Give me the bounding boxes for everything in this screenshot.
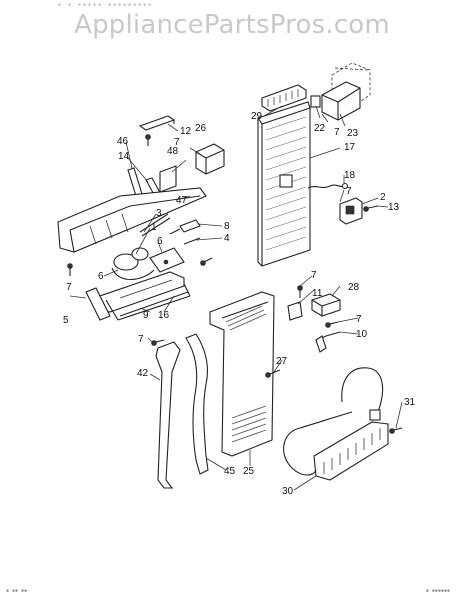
callout-13: 13 <box>388 202 400 213</box>
part-7-screw-b <box>145 134 151 146</box>
callout-7: 7 <box>356 314 362 325</box>
callout-7: 7 <box>346 186 352 197</box>
part-7-screw-d <box>67 263 73 276</box>
part-7-screw-c <box>297 285 303 298</box>
callout-12: 12 <box>180 126 192 137</box>
callout-17: 17 <box>344 142 356 153</box>
callout-7: 7 <box>138 334 144 345</box>
part-31-screw <box>389 427 403 434</box>
part-22-clip <box>310 95 321 108</box>
footer-mark-right: ▪ ▪▪▪▪▪▪ <box>425 588 450 594</box>
callout-16: 16 <box>158 310 170 321</box>
part-3-lever <box>139 213 171 237</box>
leader-lines <box>69 105 403 491</box>
part-11-clip <box>287 301 303 321</box>
callout-47: 47 <box>176 195 188 206</box>
callout-9: 9 <box>143 310 149 321</box>
heater-loop <box>283 367 384 476</box>
watermark: AppliancePartsPros.com <box>74 10 390 40</box>
part-26-motor <box>195 143 225 175</box>
callout-42: 42 <box>137 368 149 379</box>
callout-22: 22 <box>314 123 326 134</box>
part-47-housing <box>57 187 207 253</box>
part-7-screw-f <box>325 321 339 328</box>
part-42-support-bar <box>155 341 181 489</box>
callout-3: 3 <box>156 208 162 219</box>
callout-25: 25 <box>243 466 255 477</box>
callout-labels: 29 22 7 23 12 7 46 26 48 14 17 18 7 2 13… <box>63 111 416 497</box>
callout-7: 7 <box>334 127 340 138</box>
callout-30: 30 <box>282 486 294 497</box>
callout-7: 7 <box>174 137 180 148</box>
callout-10: 10 <box>356 329 368 340</box>
callout-11: 11 <box>312 288 323 299</box>
callout-8: 8 <box>224 221 230 232</box>
part-5-bracket <box>85 287 111 321</box>
part-6-bracket <box>149 247 185 273</box>
part-28-block <box>311 293 341 317</box>
callout-26: 26 <box>195 123 207 134</box>
part-17-tall-panel <box>257 101 311 267</box>
part-7-screw-g <box>151 339 165 346</box>
part-4-pin <box>183 237 201 245</box>
part-45-channel <box>185 333 209 475</box>
footer-mark-left: ▪ ▪▪ ▪▪ <box>6 588 28 594</box>
callout-45: 45 <box>224 466 236 477</box>
part-8-switch <box>169 219 201 235</box>
callout-23: 23 <box>347 128 359 139</box>
callout-14: 14 <box>118 151 130 162</box>
part-25-back-panel <box>209 291 275 457</box>
callout-29: 29 <box>251 111 263 122</box>
part-13-screw <box>363 205 379 212</box>
callout-31: 31 <box>404 397 416 408</box>
part-2-bracket <box>339 197 363 225</box>
callout-7: 7 <box>66 282 72 293</box>
part-18-wire-harness <box>307 182 349 190</box>
part-27-screw <box>265 369 281 378</box>
part-16-rod <box>119 291 189 317</box>
part-30-tray <box>313 421 389 481</box>
callout-46: 46 <box>117 136 129 147</box>
callout-1: 1 <box>151 222 157 233</box>
callout-28: 28 <box>348 282 360 293</box>
callout-6: 6 <box>157 236 163 247</box>
part-12-plate <box>138 115 176 131</box>
part-1-solenoid <box>111 247 155 281</box>
callout-4: 4 <box>224 233 230 244</box>
callout-48: 48 <box>167 146 179 157</box>
callout-7: 7 <box>311 270 317 281</box>
callout-18: 18 <box>344 170 356 181</box>
callout-27: 27 <box>276 356 288 367</box>
part-7-screw-e <box>200 257 213 266</box>
callout-5: 5 <box>63 315 69 326</box>
callout-6: 6 <box>98 271 104 282</box>
part-23-control-box <box>321 62 371 121</box>
part-29-top-grille <box>261 84 307 112</box>
faint-header-marks: ▪ ▪ ▪▪▪▪▪ ▪▪▪▪▪▪▪▪▪ <box>58 2 154 8</box>
part-48-plate <box>159 165 177 193</box>
callout-2: 2 <box>380 192 386 203</box>
part-10-wire <box>315 331 341 353</box>
